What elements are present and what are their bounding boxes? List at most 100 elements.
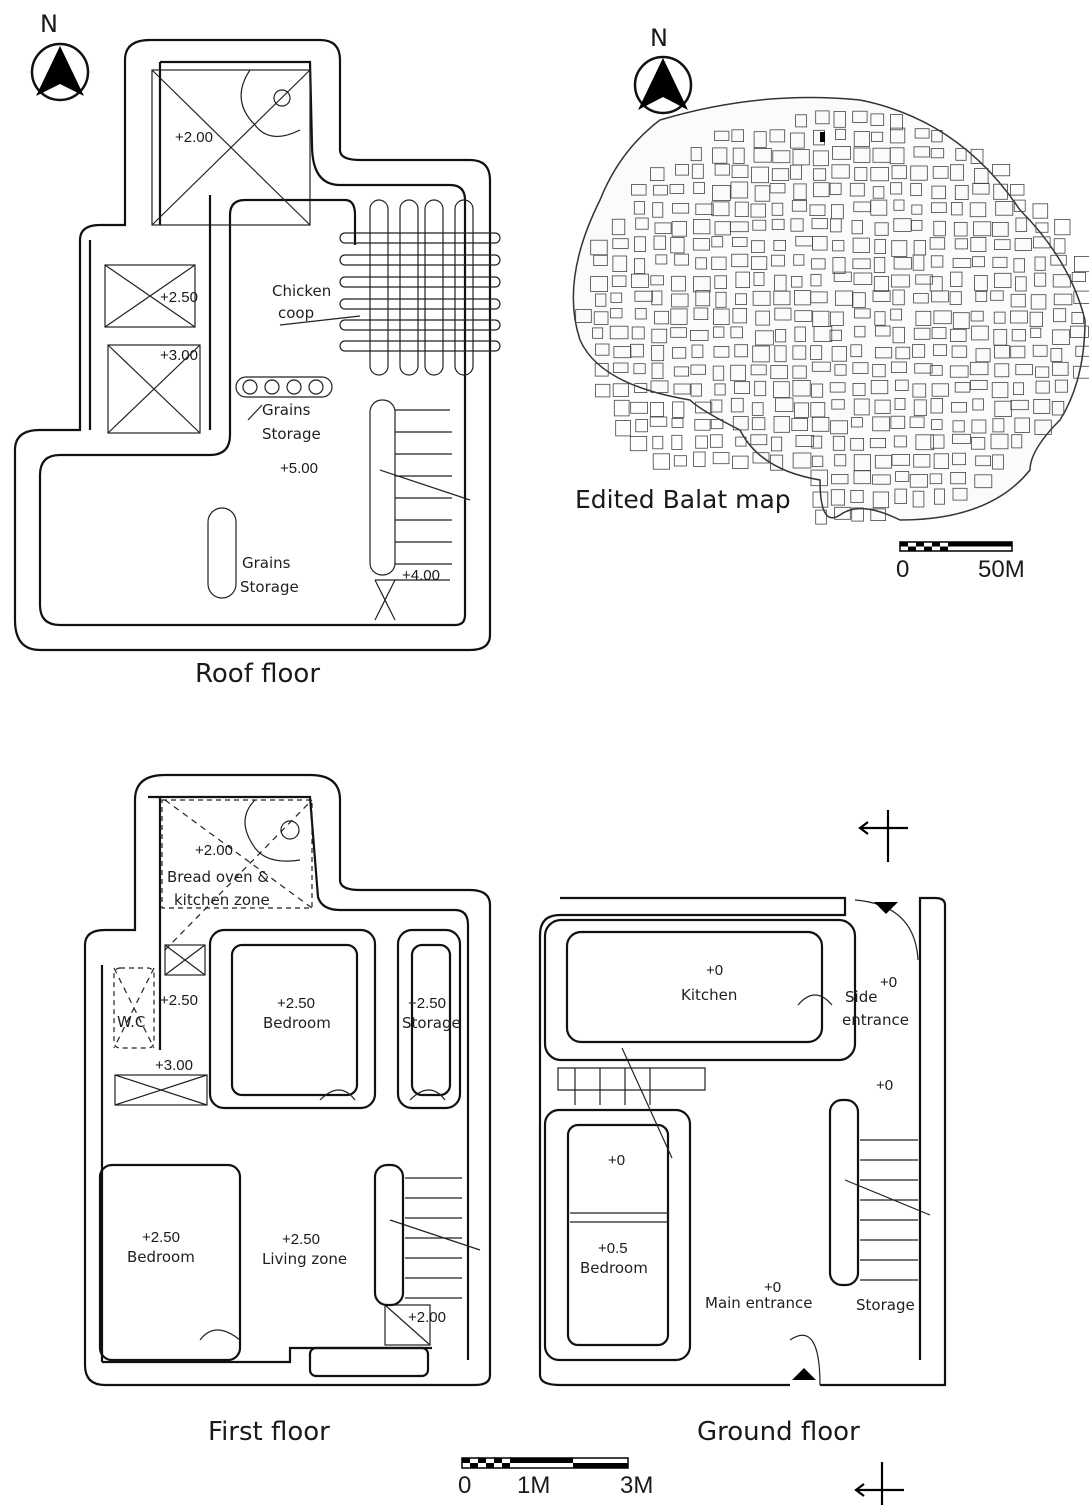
- map-building-block: [609, 325, 629, 340]
- map-building-block: [1052, 329, 1070, 345]
- map-building-block: [1010, 310, 1028, 324]
- map-building-block: [695, 290, 711, 307]
- map-building-block: [672, 203, 690, 214]
- map-building-block: [711, 236, 724, 248]
- map-building-block: [829, 329, 842, 341]
- map-building-block: [1075, 345, 1089, 357]
- map-building-block: [693, 182, 705, 195]
- map-building-block: [815, 509, 827, 525]
- map-building-block: [953, 221, 968, 237]
- map-building-block: [893, 218, 912, 232]
- map-building-block: [773, 415, 790, 433]
- map-building-block: [649, 416, 668, 427]
- map-building-block: [773, 381, 790, 398]
- map-building-block: [913, 399, 927, 416]
- map-building-block: [852, 382, 866, 396]
- map-building-block: [852, 258, 871, 270]
- map-building-block: [970, 379, 988, 390]
- map-building-block: [994, 363, 1010, 378]
- grain-jars: [235, 376, 333, 398]
- map-building-block: [954, 184, 969, 200]
- map-building-block: [590, 239, 608, 256]
- map-building-block: [650, 275, 664, 286]
- map-building-block: [771, 168, 790, 181]
- map-building-block: [1050, 347, 1063, 362]
- map-building-block: [873, 276, 889, 292]
- map-building-block: [753, 148, 772, 163]
- map-building-block: [693, 451, 706, 467]
- north-arrow-icon: N: [633, 24, 693, 115]
- map-building-block: [950, 471, 967, 485]
- map-building-block: [1052, 274, 1071, 288]
- roof-level-label: +2.50: [160, 289, 198, 306]
- north-label: N: [650, 24, 668, 52]
- map-building-block: [951, 201, 963, 216]
- map-building-block: [993, 183, 1008, 200]
- scale-end: 3M: [620, 1472, 653, 1499]
- map-building-block: [634, 308, 647, 320]
- map-building-block: [850, 344, 863, 358]
- map-building-block: [929, 473, 943, 485]
- map-building-block: [832, 435, 846, 451]
- map-building-block: [932, 166, 949, 179]
- map-building-block: [811, 455, 824, 468]
- map-building-block: [870, 167, 889, 182]
- map-building-block: [1030, 327, 1042, 338]
- map-building-block: [629, 436, 648, 452]
- map-building-block: [852, 292, 866, 308]
- map-building-block: [769, 129, 786, 143]
- map-building-block: [1014, 238, 1032, 251]
- map-building-block: [595, 293, 607, 307]
- map-building-block: [991, 382, 1009, 399]
- room-label: kitchen zone: [174, 891, 270, 909]
- map-building-block: [714, 275, 727, 289]
- room-label: Living zone: [262, 1250, 347, 1268]
- map-building-block: [851, 417, 863, 428]
- map-building-block: [673, 366, 689, 377]
- map-building-block: [794, 326, 806, 342]
- map-building-block: [975, 290, 988, 302]
- map-building-block: [734, 201, 749, 218]
- map-building-block: [1011, 329, 1027, 342]
- map-building-block: [792, 345, 807, 360]
- map-building-block: [834, 364, 847, 376]
- map-building-block: [771, 218, 785, 230]
- map-building-block: [851, 220, 864, 235]
- map-building-block: [730, 364, 747, 382]
- roof-stairs: [374, 409, 471, 621]
- map-building-block: [734, 381, 751, 394]
- map-building-block: [631, 273, 649, 288]
- map-building-block: [751, 417, 766, 431]
- map-building-block: [633, 363, 646, 375]
- map-building-block: [652, 453, 671, 470]
- map-building-block: [1010, 184, 1025, 196]
- grains-storage-label: Storage: [262, 425, 321, 443]
- map-building-block: [631, 326, 645, 340]
- map-building-block: [790, 164, 803, 180]
- map-building-block: [1052, 361, 1069, 376]
- map-building-block: [771, 202, 784, 216]
- map-building-block: [894, 397, 906, 410]
- map-building-block: [795, 114, 807, 128]
- map-building-block: [915, 310, 932, 326]
- map-building-block: [832, 257, 846, 274]
- map-building-block: [634, 383, 648, 394]
- map-building-block: [873, 256, 886, 273]
- map-building-block: [774, 307, 792, 321]
- map-building-block: [755, 330, 774, 346]
- map-building-block: [692, 238, 710, 251]
- room-label: Bedroom: [580, 1259, 648, 1277]
- map-building-block: [612, 383, 629, 397]
- map-building-block: [732, 416, 749, 431]
- map-building-block: [850, 489, 864, 503]
- map-building-block: [690, 364, 707, 375]
- map-building-block: [974, 474, 993, 489]
- level-label: +2.50: [160, 992, 198, 1009]
- grains-storage-label: Grains: [242, 554, 291, 572]
- map-building-block: [811, 435, 823, 449]
- map-building-block: [874, 222, 889, 236]
- level-label: +2.00: [195, 842, 233, 859]
- map-building-block: [671, 221, 687, 237]
- first-floor-caption: First floor: [208, 1417, 330, 1447]
- map-building-block: [951, 402, 968, 413]
